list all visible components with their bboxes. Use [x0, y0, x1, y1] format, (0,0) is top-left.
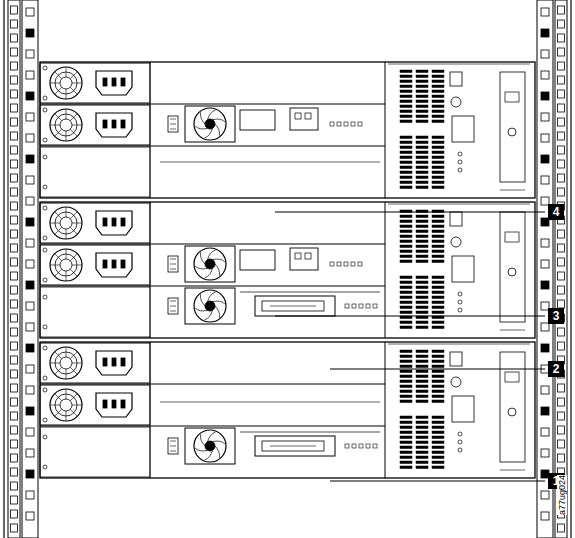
callout-number: 3 [548, 308, 564, 324]
leader-line [275, 211, 545, 212]
figure-id: a77ug024 [557, 475, 567, 515]
callout-number: 4 [548, 204, 564, 220]
leader-line [330, 368, 545, 369]
callout-number: 2 [548, 361, 564, 377]
leader-lines [275, 212, 545, 481]
leader-line [330, 480, 545, 481]
leader-line [275, 315, 545, 316]
line-art [4, 0, 571, 538]
